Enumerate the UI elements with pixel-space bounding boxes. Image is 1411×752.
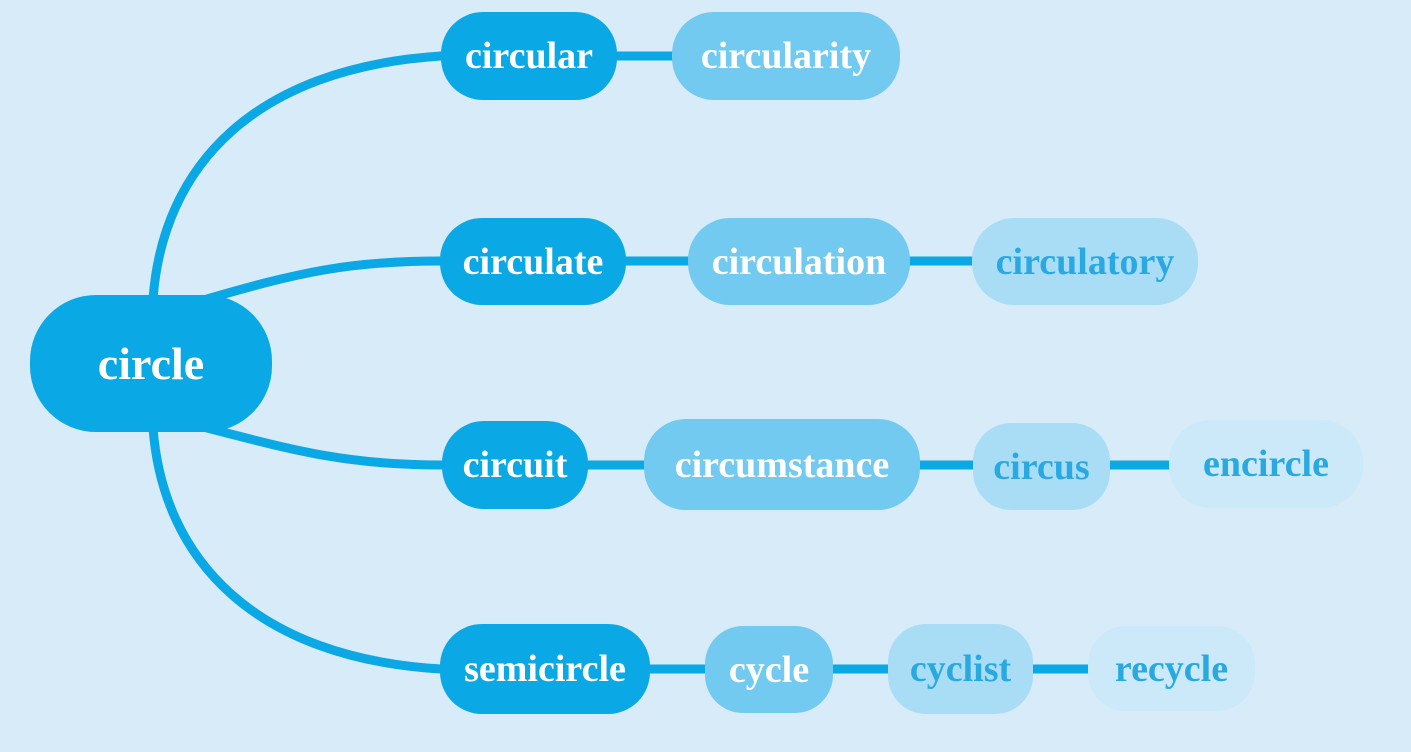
node-circular[interactable]: circular [441,12,617,100]
branch-curve-circuit [202,423,447,470]
node-circulate[interactable]: circulate [440,218,626,305]
node-circus[interactable]: circus [973,423,1110,510]
node-circulatory[interactable]: circulatory [972,218,1198,305]
node-recycle[interactable]: recycle [1088,626,1255,711]
node-cycle[interactable]: cycle [705,626,833,713]
branch-curve-circular [148,51,446,304]
node-circle[interactable]: circle [30,295,272,432]
node-circuit[interactable]: circuit [442,421,588,509]
node-encircle[interactable]: encircle [1169,420,1363,508]
node-cyclist[interactable]: cyclist [888,624,1033,714]
branch-curve-circulate [202,256,446,304]
node-circularity[interactable]: circularity [672,12,900,100]
node-circumstance[interactable]: circumstance [644,419,920,510]
node-semicircle[interactable]: semicircle [440,624,650,714]
node-circulation[interactable]: circulation [688,218,910,305]
branch-curve-semicircle [148,423,446,674]
